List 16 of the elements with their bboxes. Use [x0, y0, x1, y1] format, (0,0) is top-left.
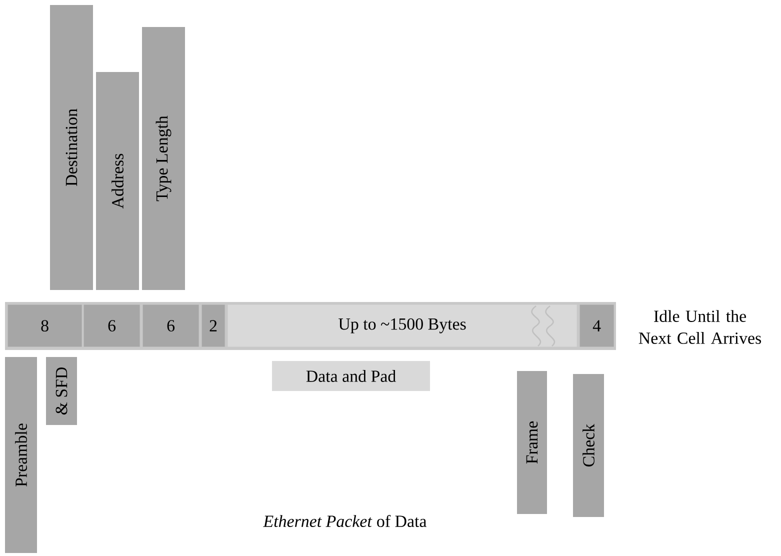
packet-cell: Up to ~1500 Bytes — [228, 304, 577, 347]
field-bar: Type Length — [142, 27, 185, 290]
field-bar: & SFD — [46, 357, 77, 425]
packet-cell: 2 — [202, 304, 225, 347]
field-bar: Address — [96, 72, 139, 290]
packet-cell: 4 — [580, 304, 614, 347]
field-bar: Frame — [517, 371, 547, 514]
field-bar: Destination — [50, 5, 93, 290]
caption: Ethernet Packet of Data — [263, 514, 426, 528]
packet-cell: 6 — [84, 304, 140, 347]
field-bar: Preamble — [5, 357, 37, 553]
packet-cell: 6 — [142, 304, 199, 347]
field-bar: Check — [573, 374, 604, 517]
field-bar: Data and Pad — [272, 361, 430, 391]
packet-cell: 8 — [8, 304, 82, 347]
note-text: Idle Until the Next Cell Arrives — [638, 310, 761, 344]
